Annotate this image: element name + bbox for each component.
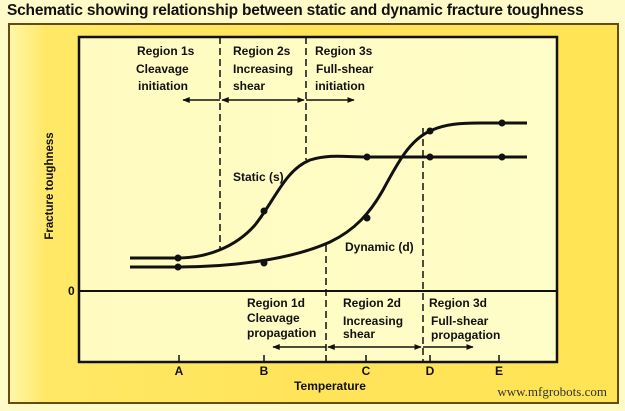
static-curve-label: Static (s) [233,170,284,184]
diagram-title: Schematic showing relationship between s… [7,2,584,19]
dynamic-curve [130,121,527,269]
region-2d-desc1: Increasing [343,314,403,328]
x-axis-ticks [178,355,500,362]
tick-label-b: B [260,364,269,378]
region-1d-desc2: propagation [247,326,316,340]
tick-label-a: A [175,364,184,378]
tick-label-d: D [426,364,435,378]
tick-label-e: E [495,364,503,378]
dynamic-region-labels: Region 1d Cleavage propagation Region 2d… [247,296,500,342]
region-2s-name: Region 2s [233,44,291,58]
region-3d-desc2: propagation [431,328,500,342]
region-1d-name: Region 1d [247,296,305,310]
static-curve [130,154,527,260]
region-2d-desc2: shear [343,327,375,341]
watermark: www.mfgrobots.com [497,384,607,399]
region-2s-desc2: shear [233,79,265,93]
dynamic-curve-label: Dynamic (d) [345,240,414,254]
region-1s-name: Region 1s [137,44,195,58]
region-3d-desc1: Full-shear [431,314,489,328]
y-axis-label: Fracture toughness [44,132,56,239]
x-tick-labels: A B C D E [175,364,503,378]
region-3s-desc1: Full-shear [316,62,374,76]
region-3s-desc2: initiation [315,79,365,93]
region-2d-name: Region 2d [343,296,401,310]
static-region-labels: Region 1s Cleavage initiation Region 2s … [136,44,374,93]
static-data-points [174,153,506,262]
region-1d-desc1: Cleavage [247,311,300,325]
region-dividers [219,37,424,362]
region-1s-desc1: Cleavage [136,62,189,76]
region-3s-name: Region 3s [315,44,373,58]
region-1s-desc2: initiation [138,79,188,93]
tick-label-c: C [362,364,371,378]
x-axis-label: Temperature [294,379,366,393]
region-2s-desc1: Increasing [233,62,293,76]
dynamic-data-points [174,119,506,271]
region-3d-name: Region 3d [429,296,487,310]
y-zero-label: 0 [68,284,75,298]
plot-area [77,35,559,364]
